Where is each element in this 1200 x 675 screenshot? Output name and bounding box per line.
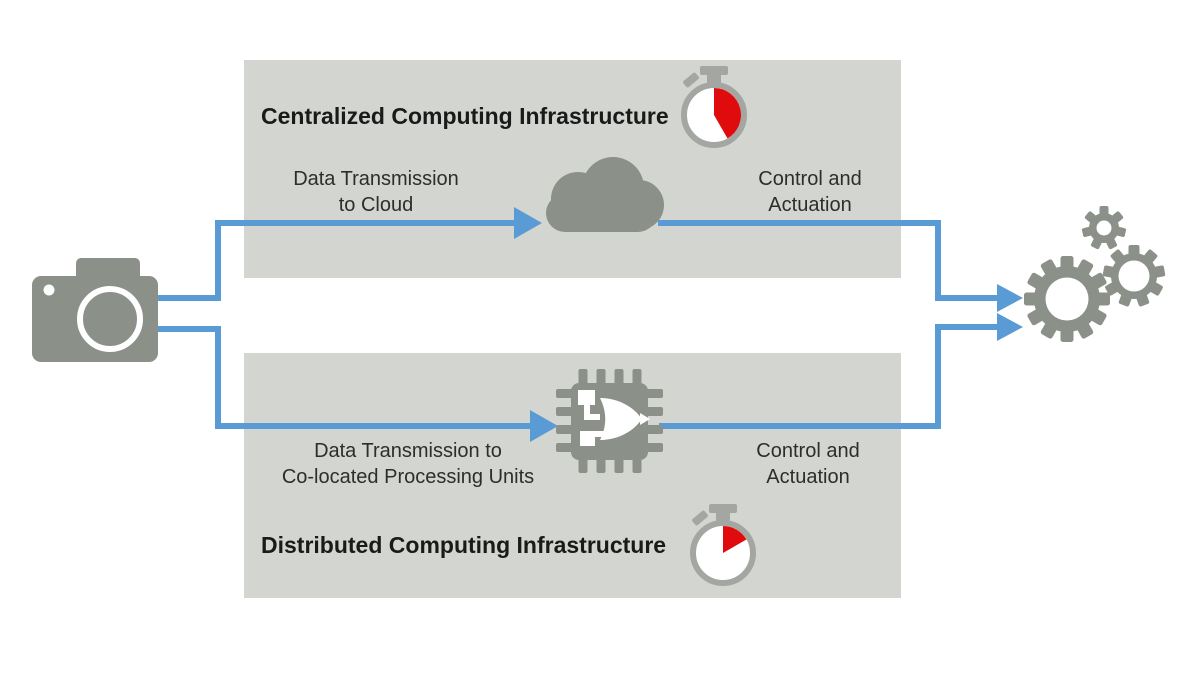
cloud-transmission-label: Data Transmission to Cloud xyxy=(276,166,476,218)
camera-icon xyxy=(32,258,158,362)
control-actuation-top-line2: Actuation xyxy=(768,194,852,216)
gears-arrowhead-bottom-icon xyxy=(997,313,1023,341)
control-actuation-bottom-line2: Actuation xyxy=(766,466,850,488)
gears-icon xyxy=(1024,206,1166,342)
control-actuation-bottom-line1: Control and xyxy=(756,440,860,462)
control-actuation-label-bottom: Control and Actuation xyxy=(733,438,883,490)
cloud-transmission-label-line1: Data Transmission xyxy=(293,168,459,190)
gear-large xyxy=(1024,256,1110,342)
cloud-transmission-label-line2: to Cloud xyxy=(338,194,414,216)
gears-arrowhead-top-icon xyxy=(997,284,1023,312)
control-actuation-label-top: Control and Actuation xyxy=(735,166,885,218)
centralized-title: Centralized Computing Infrastructure xyxy=(261,103,669,129)
control-actuation-top-line1: Control and xyxy=(758,168,862,190)
colocated-transmission-label-line1: Data Transmission to xyxy=(314,440,502,462)
distributed-title: Distributed Computing Infrastructure xyxy=(261,532,667,558)
colocated-transmission-label-line2: Co-located Processing Units xyxy=(281,466,535,488)
gear-small xyxy=(1081,206,1127,250)
gear-medium xyxy=(1102,245,1166,307)
colocated-transmission-label: Data Transmission to Co-located Processi… xyxy=(258,438,558,490)
